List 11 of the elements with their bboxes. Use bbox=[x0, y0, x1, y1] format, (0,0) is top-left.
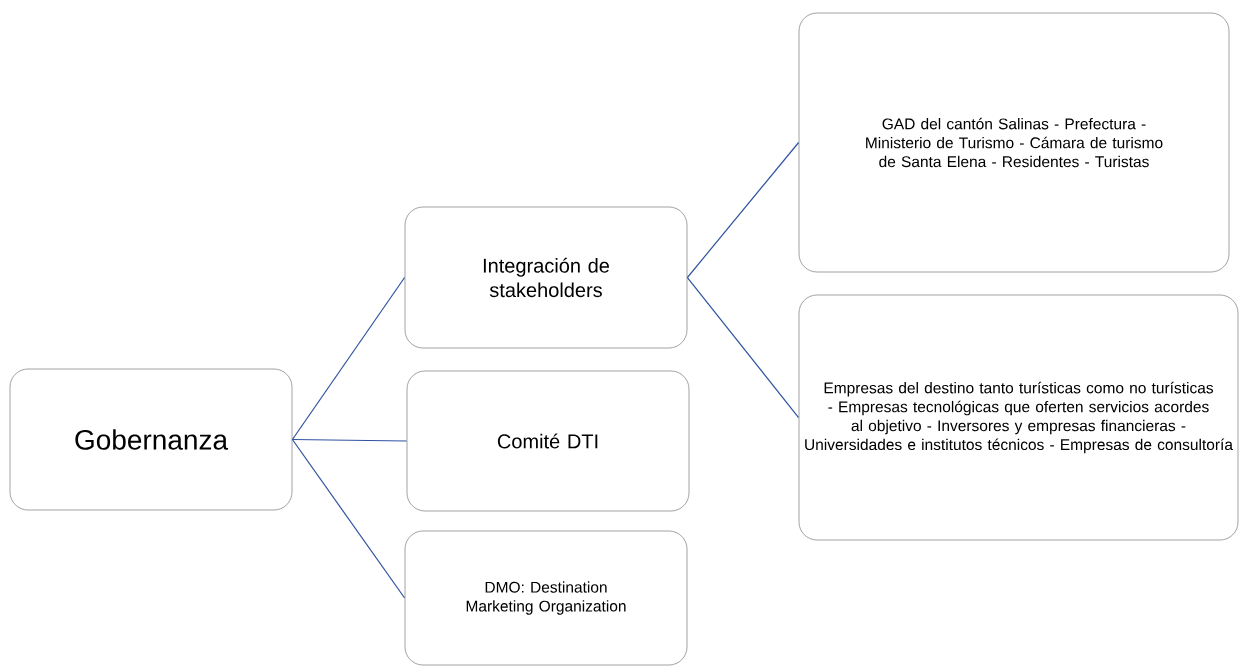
connector-line bbox=[291, 276, 406, 441]
connector-line bbox=[291, 438, 408, 442]
text-box: GAD del cantón Salinas - Prefectura - Ministerio de Turismo - Cámara de turismo de Santa Elena - Residentes - Turistas bbox=[798, 12, 1230, 273]
connector-line bbox=[291, 438, 406, 599]
text-box: Gobernanza bbox=[9, 368, 293, 511]
text-box: Integración de stakeholders bbox=[404, 206, 688, 349]
text-box: Empresas del destino tanto turísticas como no turísticas - Empresas tecnológicas que oferten servicios acordes al objetivo - Inversores y empresas financieras - Universidades e institutos técnicos - Empresas de consultoría bbox=[798, 294, 1239, 541]
text-box: Comité DTI bbox=[406, 370, 690, 512]
connector-line bbox=[686, 141, 800, 279]
text-box: DMO: Destination Marketing Organization bbox=[404, 530, 688, 666]
connector-line bbox=[686, 276, 800, 419]
